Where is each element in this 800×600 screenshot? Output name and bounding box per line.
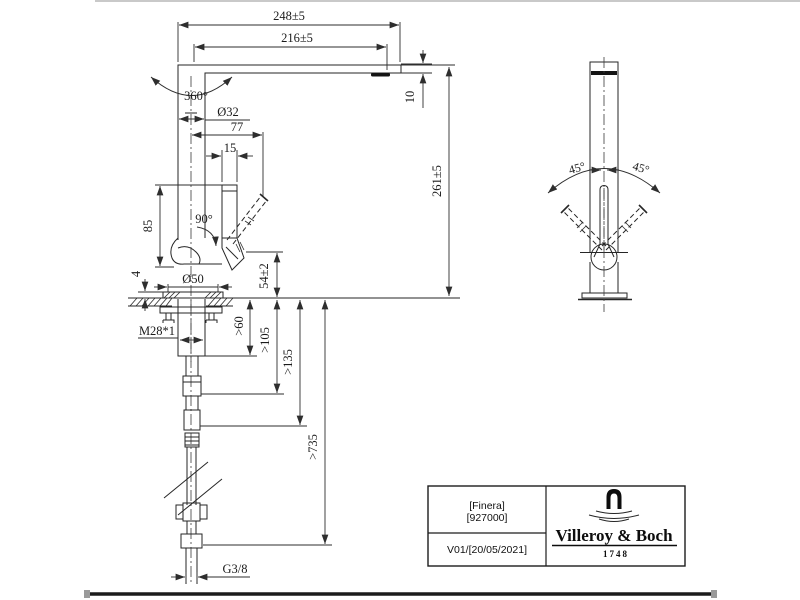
dim-clearance-60: >60 (232, 316, 246, 336)
counter-and-mounting (128, 291, 460, 357)
brand-year: 1748 (603, 549, 629, 559)
sheet-frame (84, 0, 800, 598)
faucet-outline (170, 64, 402, 362)
aerator (371, 73, 390, 77)
side-dimensions: 45° 45° (547, 159, 661, 194)
dim-column-dia: Ø32 (217, 105, 239, 119)
dimensions: 248±5 216±5 360° Ø32 77 15 85 (129, 9, 455, 582)
article-number: [927000] (467, 512, 508, 524)
dim-lever-open-angle: 90° (195, 212, 213, 226)
dim-swing-right: 45° (631, 159, 651, 177)
dim-body-above-counter: 54±2 (257, 263, 271, 289)
version-date: V01/[20/05/2021] (447, 544, 527, 556)
front-view: 248±5 216±5 360° Ø32 77 15 85 (128, 9, 460, 584)
break-line (177, 478, 223, 516)
dim-clearance-135: >135 (281, 349, 295, 375)
brand-name: Villeroy & Boch (555, 526, 673, 545)
dim-clearance-105: >105 (258, 327, 272, 353)
supply-hose (163, 300, 223, 584)
title-block: [Finera] [927000] V01/[20/05/2021] Ville… (427, 485, 686, 567)
dim-reach-overall: 248±5 (273, 9, 305, 23)
dim-base-plate-h: 4 (129, 270, 143, 277)
lever-open-position (226, 193, 269, 245)
dim-height-above-counter: 261±5 (430, 165, 444, 197)
dim-hose-length: >735 (306, 434, 320, 460)
break-line (163, 461, 209, 499)
side-base-plate (581, 292, 628, 299)
fountain-icon (606, 489, 622, 509)
dim-supply-thread: G3/8 (223, 562, 248, 576)
hose-nut (180, 533, 203, 549)
dim-base-dia: Ø50 (182, 272, 204, 286)
dim-lever-length: 85 (141, 220, 155, 233)
threaded-shank (177, 299, 206, 357)
dim-mount-thread: M28*1 (139, 324, 175, 338)
side-outline (560, 57, 648, 312)
dim-lever-width: 15 (224, 141, 237, 155)
lever-swing-left (560, 204, 607, 251)
dim-lever-reach: 77 (231, 120, 244, 134)
lever-swing-right (601, 204, 648, 251)
dim-swivel-angle: 360° (184, 89, 208, 103)
product-name: [Finera] (469, 500, 505, 512)
dim-spout-thickness: 10 (403, 91, 417, 104)
side-view: 45° 45° (547, 57, 661, 312)
dim-reach-aerator: 216±5 (281, 31, 313, 45)
brand-logo: Villeroy & Boch 1748 (552, 489, 677, 559)
dim-swing-left: 45° (567, 159, 587, 177)
